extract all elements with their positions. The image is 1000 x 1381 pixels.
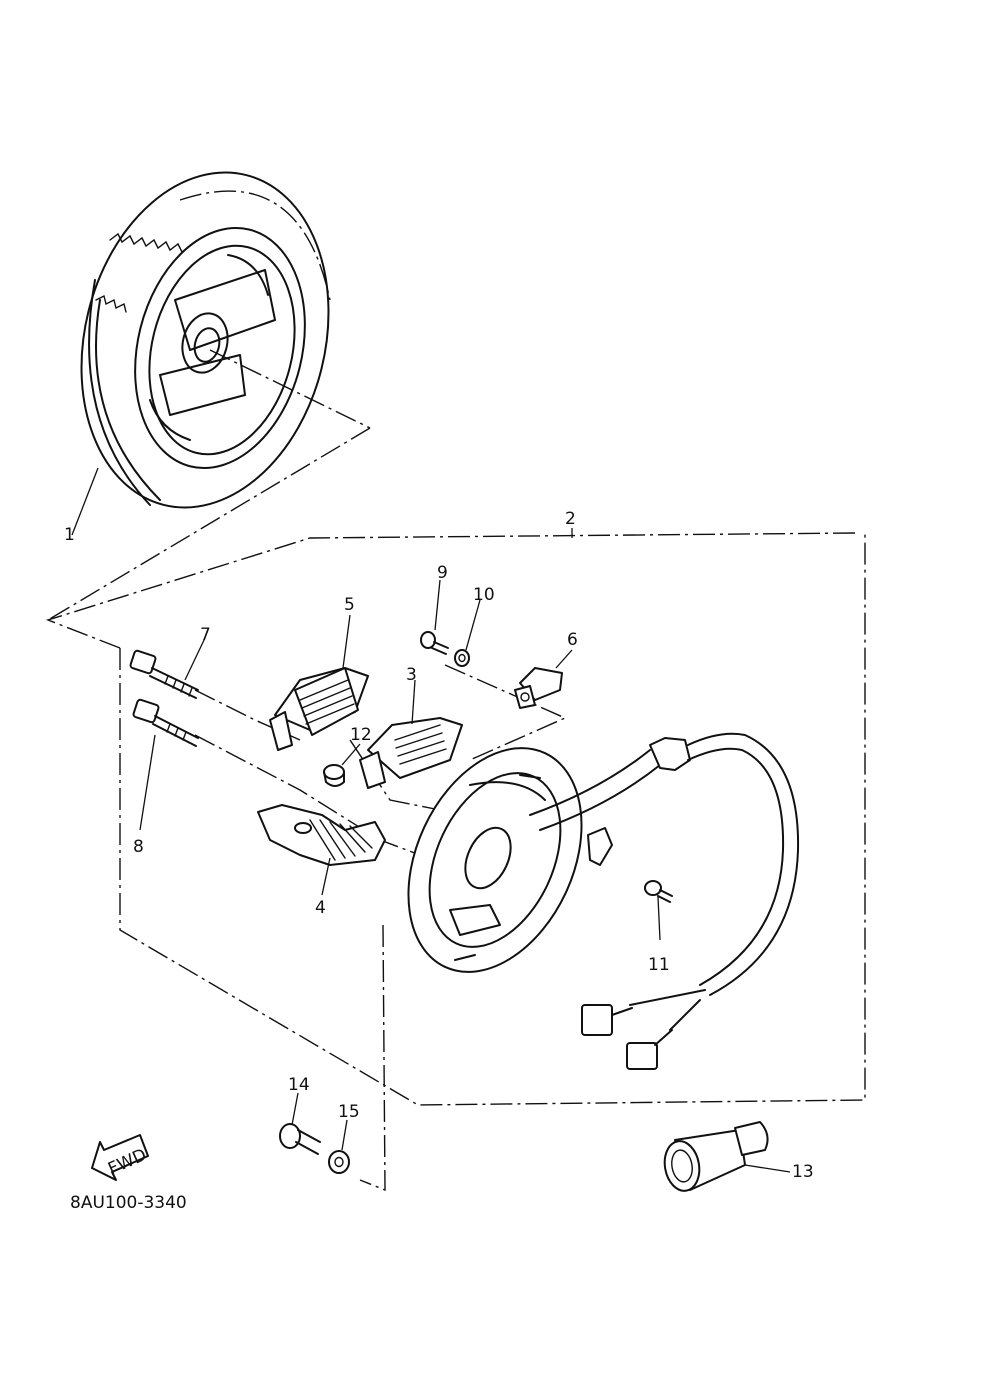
- callout-1: 1: [64, 525, 75, 545]
- fwd-arrow-icon: [91, 1134, 149, 1181]
- lighting-coil-4: [257, 804, 386, 866]
- pulser-coil-3: [359, 717, 463, 789]
- bolt-7: [129, 649, 199, 699]
- callout-5: 5: [344, 595, 355, 615]
- callout-6: 6: [567, 630, 578, 650]
- bolt-8: [132, 698, 199, 747]
- screw-9: [420, 631, 449, 655]
- stator-base-plate: [407, 747, 583, 973]
- callout-4: 4: [315, 898, 326, 918]
- washer-15: [328, 1150, 350, 1174]
- diagram-code: 8AU100-3340: [70, 1193, 187, 1213]
- leader-lines: [71, 467, 791, 1173]
- screw-14: [279, 1123, 321, 1155]
- puller-tool-13: [663, 1121, 769, 1192]
- callout-13: 13: [792, 1162, 814, 1182]
- callout-11: 11: [648, 955, 670, 975]
- callout-12: 12: [350, 725, 372, 745]
- callout-15: 15: [338, 1102, 360, 1122]
- screw-11: [644, 880, 673, 903]
- washer-10: [454, 649, 470, 667]
- callout-8: 8: [133, 837, 144, 857]
- terminal-6: [514, 667, 563, 709]
- collar-12: [323, 764, 345, 787]
- callout-7: 7: [200, 625, 211, 645]
- callout-3: 3: [406, 665, 417, 685]
- callout-2: 2: [565, 509, 576, 529]
- callout-9: 9: [437, 563, 448, 583]
- charge-coil-5: [269, 667, 369, 751]
- callout-14: 14: [288, 1075, 310, 1095]
- wire-harness: [529, 732, 800, 1070]
- rotor-flywheel: [80, 171, 331, 509]
- stator-assembly-bracket: [45, 349, 866, 1192]
- callout-10: 10: [473, 585, 495, 605]
